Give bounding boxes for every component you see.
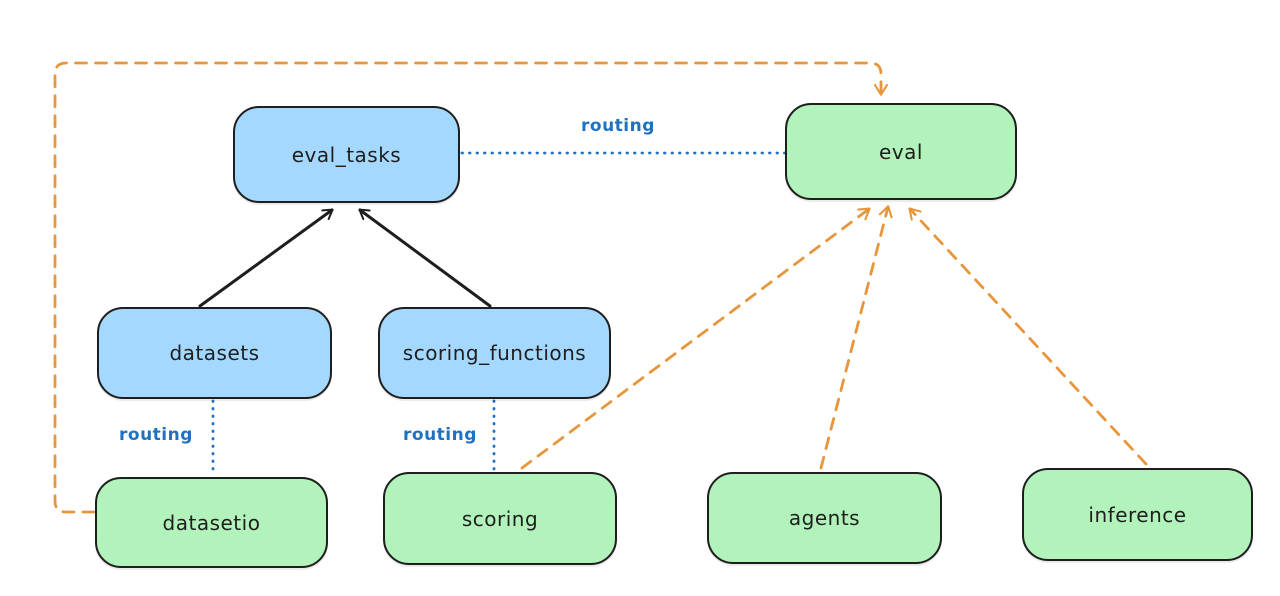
node-datasets-label: datasets — [169, 341, 260, 365]
edge-agents-to-eval — [819, 205, 893, 470]
node-scoring-functions: scoring_functions — [378, 307, 611, 399]
node-datasetio-label: datasetio — [162, 510, 261, 535]
edge-scoring-to-eval — [520, 207, 871, 470]
node-inference: inference — [1022, 468, 1253, 561]
node-agents-label: agents — [788, 506, 861, 530]
edge-label-routing-datasets-datasetio: routing — [117, 425, 195, 445]
node-inference-label: inference — [1088, 502, 1187, 527]
node-datasetio: datasetio — [95, 477, 328, 568]
node-eval: eval — [785, 103, 1017, 200]
edge-label-routing-eval-tasks-eval: routing — [579, 116, 657, 136]
node-agents: agents — [707, 472, 942, 564]
node-scoring-label: scoring — [461, 506, 539, 531]
node-eval-tasks-label: eval_tasks — [291, 142, 402, 167]
edge-label-routing-scoring-functions-scoring: routing — [401, 425, 479, 445]
edge-inference-to-eval — [908, 207, 1148, 466]
node-datasets: datasets — [97, 307, 332, 399]
edge-datasetio-to-eval — [53, 61, 889, 514]
node-eval-label: eval — [879, 139, 923, 164]
edge-scoring-functions-to-eval-tasks — [358, 208, 492, 308]
node-scoring: scoring — [383, 472, 617, 565]
node-eval-tasks: eval_tasks — [233, 106, 460, 203]
node-scoring-functions-label: scoring_functions — [402, 341, 587, 365]
edge-datasets-to-eval-tasks — [198, 208, 334, 308]
